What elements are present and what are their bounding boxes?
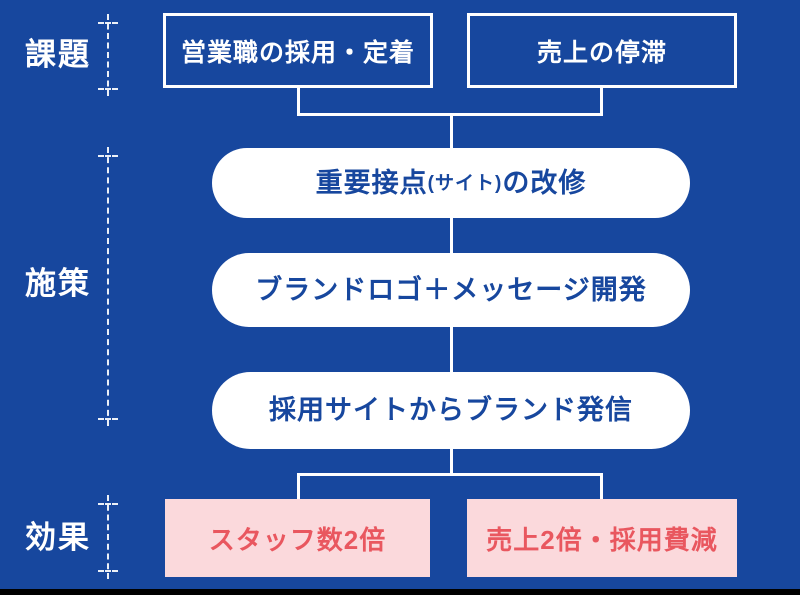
row-label-measures: 施策 xyxy=(25,266,91,301)
connector-pill1-pill2 xyxy=(450,216,453,255)
measure-pill-recruit-site: 採用サイトからブランド発信 xyxy=(212,372,690,449)
measure-pill-text: の改修 xyxy=(502,167,587,198)
measure-pill-text-small: (サイト) xyxy=(427,172,503,194)
connector-issue2-stub xyxy=(600,86,603,115)
measure-pill-site-renewal: 重要接点(サイト)の改修 xyxy=(212,148,690,218)
row-label-effects: 効果 xyxy=(25,520,91,555)
issue-box-label: 営業職の採用・定着 xyxy=(180,38,415,67)
dashed-guide-measures xyxy=(98,147,118,426)
effect-box-label: 売上2倍・採用費減 xyxy=(486,524,718,555)
effect-box-label: スタッフ数2倍 xyxy=(208,524,387,555)
bottom-edge-bar xyxy=(0,589,800,595)
issue-box-recruiting: 営業職の採用・定着 xyxy=(163,13,433,88)
guide-cap-bottom xyxy=(98,570,118,572)
connector-pill2-pill3 xyxy=(450,325,453,374)
issue-box-sales: 売上の停滞 xyxy=(467,13,737,88)
dashed-guide-effects xyxy=(98,495,118,579)
guide-line xyxy=(107,495,109,579)
measure-pill-brand-logo: ブランドロゴ＋メッセージ開発 xyxy=(212,253,690,327)
effect-box-staff: スタッフ数2倍 xyxy=(165,499,430,577)
guide-cap-top xyxy=(98,22,118,24)
guide-cap-bottom xyxy=(98,88,118,90)
issue-box-label: 売上の停滞 xyxy=(536,38,667,67)
measure-pill-text: ブランドロゴ＋メッセージ開発 xyxy=(255,274,647,305)
guide-line xyxy=(107,147,109,426)
dashed-guide-issues xyxy=(98,14,118,96)
guide-cap-top xyxy=(98,155,118,157)
measure-pill-text: 採用サイトからブランド発信 xyxy=(269,395,633,425)
connector-to-pill1 xyxy=(450,113,453,150)
guide-line xyxy=(107,14,109,96)
connector-issue1-stub xyxy=(297,86,300,115)
connector-effect2-stub xyxy=(600,473,603,501)
connector-bottom-horizontal xyxy=(297,473,603,476)
connector-effect1-stub xyxy=(297,473,300,501)
row-label-issues: 課題 xyxy=(25,37,91,72)
guide-cap-bottom xyxy=(98,418,118,420)
guide-cap-top xyxy=(98,503,118,505)
measure-pill-text: 重要接点 xyxy=(315,167,428,198)
effect-box-sales: 売上2倍・採用費減 xyxy=(467,499,737,577)
connector-from-pill3 xyxy=(450,447,453,476)
